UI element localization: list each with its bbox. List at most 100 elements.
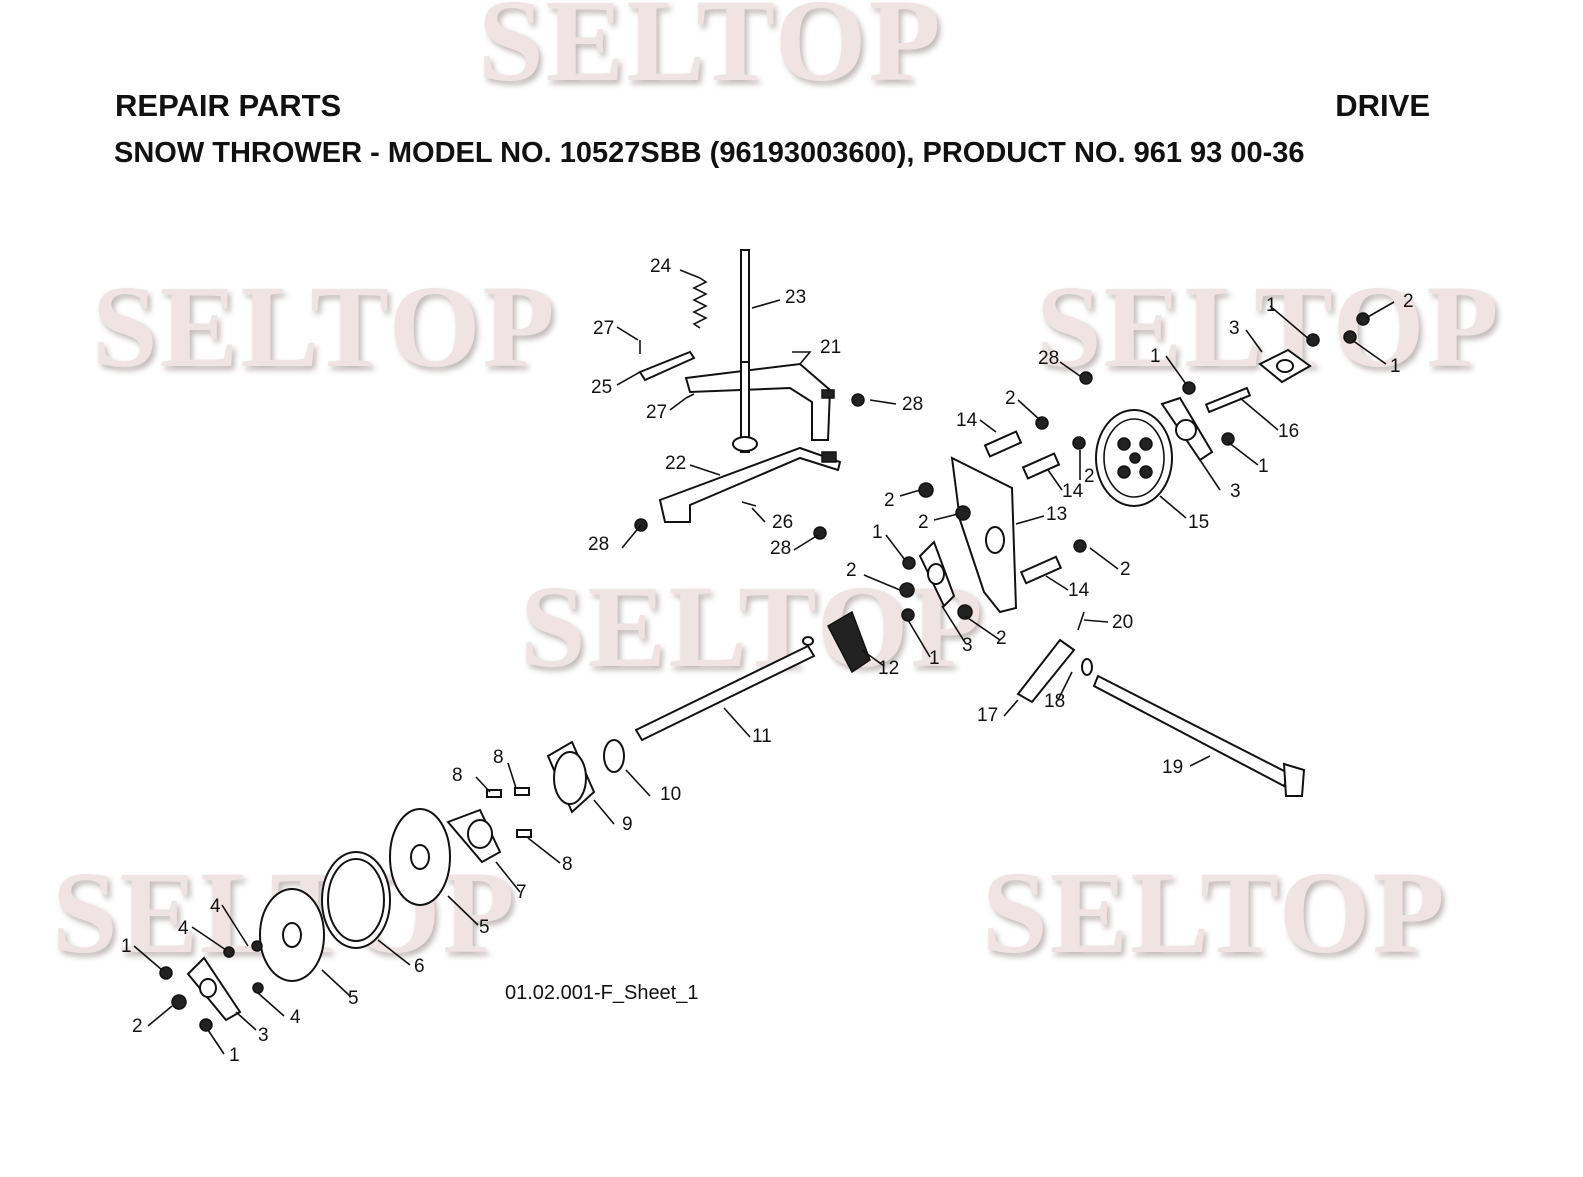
callout-5: 5 xyxy=(348,988,359,1009)
callout-8: 8 xyxy=(452,765,463,786)
flange-bore xyxy=(927,563,945,585)
callout-28: 28 xyxy=(770,538,791,559)
part-18-washer xyxy=(1081,658,1093,676)
callout-16: 16 xyxy=(1278,421,1299,442)
callout-1: 1 xyxy=(1258,456,1269,477)
drive-shaft-group xyxy=(634,610,871,742)
part-23-rod xyxy=(740,249,750,363)
gear-hole xyxy=(1129,452,1141,464)
callout-27: 27 xyxy=(593,318,614,339)
lever-tab xyxy=(821,451,837,463)
callout-14: 14 xyxy=(956,410,978,431)
part-1-bolt xyxy=(159,966,173,980)
part-1-bolt xyxy=(199,1018,213,1032)
callout-5: 5 xyxy=(479,917,490,938)
part-8-screw xyxy=(516,829,532,838)
part-2-nut xyxy=(899,582,915,598)
pulley-bore xyxy=(282,922,302,948)
gear-rim xyxy=(1103,418,1165,498)
part-19-shaft xyxy=(1092,674,1292,788)
callout-2: 2 xyxy=(996,628,1007,649)
shaft-end xyxy=(802,636,814,646)
callout-2: 2 xyxy=(132,1016,143,1037)
part-11-shaft xyxy=(634,644,816,742)
part-10-ring xyxy=(603,739,625,773)
callout-28: 28 xyxy=(588,534,609,555)
callout-14: 14 xyxy=(1062,481,1084,502)
flange-bore xyxy=(1276,359,1294,373)
callout-11: 11 xyxy=(752,726,772,747)
subtitle-suffix: (96193003600), PRODUCT NO. 961 93 00-36 xyxy=(701,137,1305,169)
part-13-plate xyxy=(950,456,1018,614)
callout-3: 3 xyxy=(258,1025,269,1046)
gear-hole xyxy=(1117,465,1131,479)
callout-14: 14 xyxy=(1068,580,1090,601)
callout-9: 9 xyxy=(622,814,633,835)
callout-19: 19 xyxy=(1162,757,1183,778)
callout-23: 23 xyxy=(785,287,806,308)
callout-7: 7 xyxy=(516,882,527,903)
part-2-nut xyxy=(955,505,971,521)
gear-hole xyxy=(1139,437,1153,451)
callout-2: 2 xyxy=(918,512,929,533)
part-1-bolt xyxy=(901,608,915,622)
callout-17: 17 xyxy=(977,705,998,726)
part-4-washer xyxy=(252,982,264,994)
section-title: DRIVE xyxy=(1335,88,1430,123)
leader-lines xyxy=(133,269,1395,1055)
callout-1: 1 xyxy=(1390,356,1401,377)
callout-3: 3 xyxy=(962,635,973,656)
part-14-spacer xyxy=(1019,555,1063,585)
part-1-bolt xyxy=(1182,381,1196,395)
bearing-bore xyxy=(467,819,493,849)
flange-bore xyxy=(1175,419,1197,441)
part-2-nut xyxy=(1072,436,1086,450)
part-28-nut xyxy=(851,393,865,407)
callout-1: 1 xyxy=(1266,295,1277,316)
pivot xyxy=(732,436,758,452)
part-8-screw xyxy=(486,789,502,798)
part-14-spacer xyxy=(1021,452,1061,480)
callout-1: 1 xyxy=(872,522,883,543)
callout-labels: 24 23 27 21 25 28 27 22 26 28 28 1 2 3 1… xyxy=(121,256,1414,1066)
callout-22: 22 xyxy=(665,453,686,474)
callout-3: 3 xyxy=(1230,481,1241,502)
part-8-screw xyxy=(514,787,530,796)
model-number: 10527SBB xyxy=(559,137,702,169)
part-1-bolt xyxy=(902,556,916,570)
gear-case-group xyxy=(899,312,1370,622)
callout-3: 3 xyxy=(1229,318,1240,339)
plate-hole xyxy=(985,526,1005,554)
callout-8: 8 xyxy=(493,747,504,768)
part-25-link xyxy=(638,350,696,382)
callout-12: 12 xyxy=(878,658,899,679)
callout-20: 20 xyxy=(1112,612,1133,633)
housing-bore xyxy=(553,751,587,805)
callout-18: 18 xyxy=(1044,691,1065,712)
part-2-nut xyxy=(171,994,187,1010)
part-12-pinion xyxy=(827,610,871,674)
part-28-nut xyxy=(1079,371,1093,385)
part-2-nut xyxy=(957,604,973,620)
callout-25: 25 xyxy=(591,377,612,398)
part-27-26-pins xyxy=(639,340,757,507)
part-24-spring xyxy=(692,277,708,329)
callout-15: 15 xyxy=(1188,512,1209,533)
callout-21: 21 xyxy=(820,337,841,358)
part-22-bracket xyxy=(658,446,842,523)
callout-2: 2 xyxy=(1005,388,1016,409)
part-4-washer xyxy=(251,940,263,952)
part-14-spacer xyxy=(983,430,1023,458)
pulley-group xyxy=(159,739,625,1032)
callout-4: 4 xyxy=(210,896,221,917)
callout-24: 24 xyxy=(650,256,672,277)
callout-1: 1 xyxy=(229,1045,240,1066)
callout-1: 1 xyxy=(929,648,940,669)
subtitle-prefix: SNOW THROWER - MODEL NO. xyxy=(114,137,560,169)
part-16-bolt xyxy=(1204,386,1252,414)
part-2-nut xyxy=(1356,312,1370,326)
callout-27: 27 xyxy=(646,402,667,423)
sheet-id: 01.02.001-F_Sheet_1 xyxy=(505,982,699,1004)
watermark: SELTOP xyxy=(92,261,557,392)
